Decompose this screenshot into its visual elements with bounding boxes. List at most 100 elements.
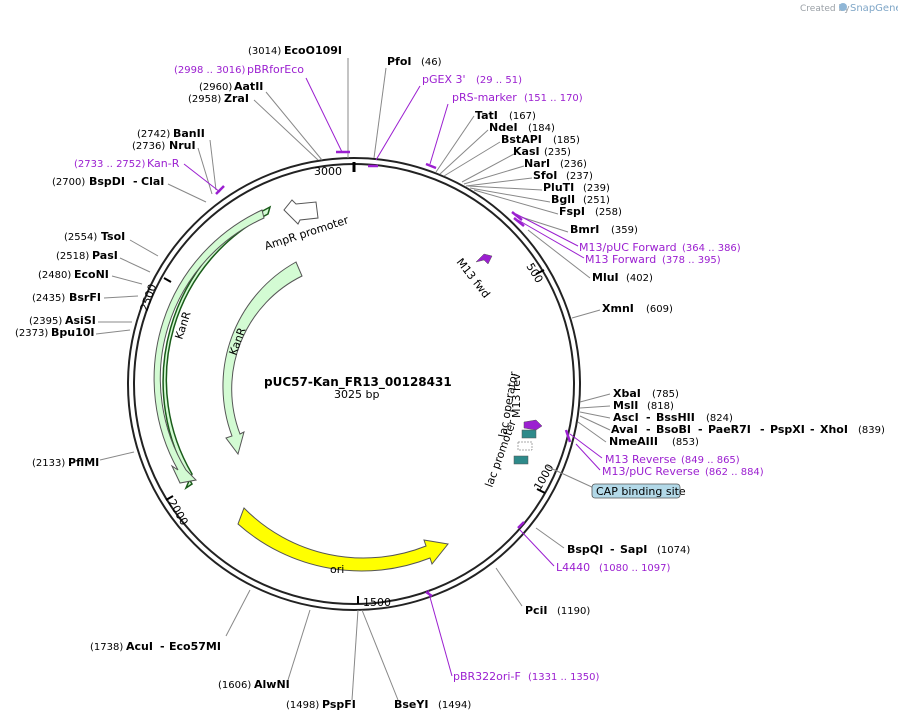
primer-range: (2998 .. 3016) [174,65,246,76]
enzyme-pos: (1494) [438,700,471,711]
enzyme-pos: (184) [528,123,555,134]
enzyme-pos: (2395) [29,316,62,327]
enzyme-name: BstAPI [501,133,542,146]
m13-rev-feature[interactable] [523,419,543,431]
enzyme-name: NmeAIII [609,435,658,448]
credit-prefix: Created by [800,4,850,14]
enzyme-pos: (237) [566,171,593,182]
enzyme-pos: (1190) [557,606,590,617]
primer-name: pBR322ori-F [453,670,521,683]
enzyme-name: BspDI [89,175,125,188]
primer-range: (1080 .. 1097) [599,563,671,574]
lac-promoter-feature[interactable] [513,455,529,465]
enzyme-name: MslI [613,399,638,412]
enzyme-name: AlwNI [254,678,290,691]
enzyme-separator: - [160,640,165,653]
enzyme-pos: (1738) [90,642,123,653]
kanr-outer-feature[interactable] [162,205,272,491]
enzyme-separator: - [760,423,765,436]
enzyme-pos: (609) [646,304,673,315]
enzyme-name: ClaI [141,175,164,188]
enzyme-separator: - [646,423,651,436]
plasmid-name: pUC57-Kan_FR13_00128431 [264,375,452,390]
ampr-promoter-feature[interactable] [283,199,319,225]
enzyme-pos: (2480) [38,270,71,281]
enzyme-pos: (167) [509,111,536,122]
enzyme-pos: (402) [626,273,653,284]
enzyme-pos: (2960) [199,82,232,93]
enzyme-name: PspFI [322,698,356,711]
enzyme-pos: (2133) [32,458,65,469]
primer-range: (862 .. 884) [705,467,764,478]
enzyme-name: PluTI [543,181,574,194]
enzyme-name: EcoNI [74,268,109,281]
enzyme-name: NruI [169,139,196,152]
lac-operator-feature[interactable] [521,429,537,439]
enzyme-name: BsoBI [656,423,691,436]
enzyme-pos: (46) [421,57,442,68]
enzyme-name: ZraI [224,92,249,105]
enzyme-pos: (2742) [137,129,170,140]
enzyme-pos: (258) [595,207,622,218]
enzyme-pos: (251) [583,195,610,206]
enzyme-name: BglI [551,193,575,206]
enzyme-name: XhoI [820,423,848,436]
enzyme-name: PspXI [770,423,805,436]
enzyme-name: AscI [613,411,639,424]
enzyme-name: PflMI [68,456,99,469]
primer-range: (151 .. 170) [524,93,583,104]
enzyme-pos: (2700) [52,177,85,188]
enzyme-pos: (2958) [188,94,221,105]
primer-leaders [183,77,603,677]
primer-name: L4440 [556,561,590,574]
cap-binding-site-label: CAP binding site [596,485,686,498]
enzyme-separator: - [610,543,615,556]
credit-brand[interactable]: SnapGene [850,3,898,14]
primer-name: M13 Forward [585,253,656,266]
enzyme-pos: (2373) [15,328,48,339]
lac-promoter-white[interactable] [517,441,533,451]
enzyme-name: TsoI [101,230,125,243]
ori-feature[interactable] [237,507,449,572]
primer-range: (2733 .. 2752) [74,159,146,170]
enzyme-separator: - [646,411,651,424]
primer-range: (849 .. 865) [681,455,740,466]
backbone-outer [127,157,581,611]
primer-name: M13 Reverse [605,453,676,466]
enzyme-name: AatII [234,80,263,93]
tick-2500: 2500 [138,282,160,313]
enzyme-pos: (235) [544,147,571,158]
enzyme-pos: (239) [583,183,610,194]
kanr-outer-band [153,209,265,484]
tick-3000: 3000 [314,165,342,178]
primer-name: Kan-R [147,157,180,170]
enzyme-pos: (3014) [248,46,281,57]
m13-rev-label: M13 rev [510,373,523,418]
enzyme-name: XmnI [602,302,634,315]
primer-range: (364 .. 386) [682,243,741,254]
ori-label: ori [330,563,344,576]
primer-name: pGEX 3' [422,73,466,86]
enzyme-pos: (824) [706,413,733,424]
enzyme-pos: (1606) [218,680,251,691]
enzyme-name: NdeI [489,121,518,134]
kanr-inner-feature[interactable] [222,261,303,456]
tick-1500: 1500 [363,596,391,609]
enzyme-name: PaeR7I [708,423,751,436]
m13-fwd-feature[interactable] [475,253,493,265]
enzyme-pos: (1498) [286,700,319,711]
primer-labels: (2998 .. 3016) pBRforEco pGEX 3' (29 .. … [74,63,764,683]
enzyme-name: KasI [513,145,540,158]
enzyme-pos: (839) [858,425,885,436]
enzyme-name: Eco57MI [169,640,221,653]
enzyme-pos: (2518) [56,251,89,262]
enzyme-name: BssHII [656,411,695,424]
cap-binding-site-box[interactable] [591,483,681,499]
enzyme-name: MluI [592,271,619,284]
enzyme-name: BseYI [394,698,428,711]
kanr-inner-label: KanR [227,326,249,357]
primer-range: (378 .. 395) [662,255,721,266]
enzyme-separator: - [698,423,703,436]
primer-name: pRS-marker [452,91,517,104]
